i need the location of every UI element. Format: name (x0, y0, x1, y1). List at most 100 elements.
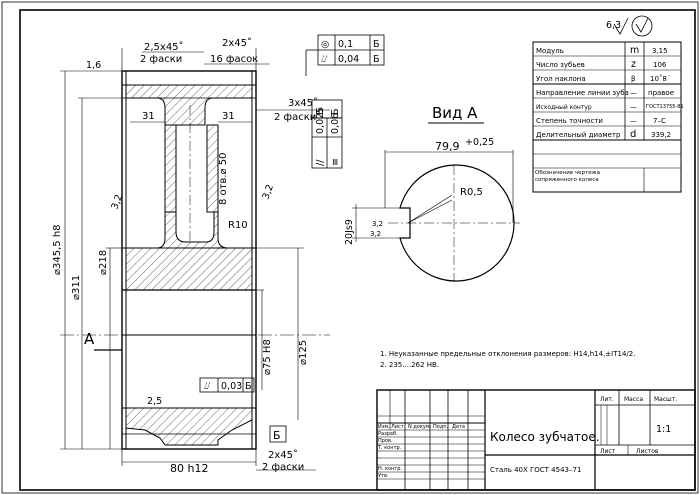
svg-text:Степень точности: Степень точности (536, 117, 603, 125)
note-2: 2. 235....262 HB. (380, 361, 439, 369)
key-rough-1: 3,2 (372, 220, 383, 228)
view-a-keyway: Вид А 79,9 +0,25 R0,5 20Js9 3,2 3,2 (344, 104, 520, 282)
svg-text:Б: Б (373, 39, 380, 50)
svg-text:3,15: 3,15 (652, 47, 668, 55)
main-dimensions (60, 48, 330, 471)
svg-text:Исходный контур: Исходный контур (536, 104, 592, 111)
svg-text:Лист: Лист (600, 448, 616, 455)
svg-text:m: m (630, 45, 639, 56)
part-material: Сталь 40Х ГОСТ 4543–71 (490, 466, 581, 474)
dim-w31-left: 31 (142, 111, 155, 122)
svg-text:≡: ≡ (330, 158, 341, 166)
svg-text:Разраб.: Разраб. (378, 431, 398, 437)
svg-text:0,04: 0,04 (338, 54, 359, 65)
key-rough-2: 3,2 (370, 230, 381, 238)
svg-text:Утв.: Утв. (378, 473, 389, 479)
svg-text:Подп.: Подп. (433, 424, 449, 430)
svg-text:Листов: Листов (636, 448, 659, 455)
dim-d218: ⌀218 (98, 250, 109, 275)
general-roughness: 6,3 (606, 15, 653, 37)
key-dim-79-9: 79,9 (435, 140, 460, 153)
svg-text:Модуль: Модуль (536, 47, 564, 55)
gear-parameters-table: Модуль m 3,15 Число зубьев z 106 Угол на… (532, 41, 684, 193)
key-dim-r05: R0,5 (460, 187, 483, 198)
dim-chamfer-2-5: 2,5x45˚ (144, 41, 184, 53)
rough-3-2-left: 3,2 (109, 193, 125, 211)
svg-text:—: — (630, 103, 637, 111)
svg-text:◎: ◎ (321, 39, 329, 50)
inner-frame (19, 9, 696, 491)
dim-w31-right: 31 (222, 111, 235, 122)
dim-r10: R10 (228, 220, 248, 231)
svg-text:d: d (630, 129, 636, 140)
title-block: Изм. Лист N докум. Подп. Дата Разраб. Пр… (376, 389, 696, 491)
svg-text:⌰: ⌰ (321, 54, 328, 65)
dim-two-chamfers-c: 2 фаски (262, 462, 304, 473)
svg-text:Пров.: Пров. (378, 438, 393, 444)
view-a-title: Вид А (432, 104, 478, 122)
svg-text:0,025: 0,025 (315, 107, 326, 134)
main-section-view (60, 70, 330, 450)
svg-text:6,3: 6,3 (606, 20, 621, 31)
datum-b-box (269, 425, 287, 443)
svg-text://: // (315, 159, 326, 166)
svg-text:106: 106 (653, 61, 667, 69)
dim-w80: 80 h12 (170, 462, 208, 475)
runout-frame-top: ◎ ⌰ 0,1 0,04 Б Б (305, 34, 385, 76)
svg-text:339,2: 339,2 (651, 131, 671, 139)
svg-text:Делительный диаметр: Делительный диаметр (536, 131, 621, 139)
svg-text:0,1: 0,1 (338, 39, 353, 50)
rough-2-5: 2,5 (147, 396, 162, 407)
svg-text:Число зубьев: Число зубьев (536, 61, 585, 69)
svg-text:Направление линии зуба: Направление линии зуба (536, 89, 629, 97)
dim-d311: ⌀311 (71, 275, 82, 300)
parallel-frame: // ≡ 0,025 0,06 Б Б (311, 99, 343, 169)
svg-text:ГОСТ13755-81: ГОСТ13755-81 (646, 104, 684, 110)
svg-text:Б: Б (330, 108, 341, 115)
svg-text:Изм.: Изм. (378, 424, 390, 430)
svg-text:7–С: 7–С (653, 117, 666, 125)
dim-d125: ⌀125 (298, 340, 309, 365)
svg-text:—: — (630, 117, 637, 125)
dim-d345: ⌀345,5 h8 (52, 224, 63, 275)
web-hatch-left (164, 124, 177, 213)
runout-frame-bottom: ⌰ 0,03 Б (199, 377, 255, 393)
svg-text:β: β (631, 75, 635, 83)
svg-text:Дата: Дата (452, 424, 465, 430)
svg-text:1:1: 1:1 (656, 424, 671, 435)
svg-text:Масса: Масса (624, 396, 643, 403)
svg-text:z: z (631, 59, 636, 70)
svg-text:Н. контр.: Н. контр. (378, 466, 402, 472)
svg-text:Лист: Лист (391, 424, 404, 430)
hub-hatch-bottom (125, 407, 253, 446)
svg-text:Масшт.: Масшт. (654, 396, 677, 403)
svg-text:⌰: ⌰ (204, 381, 211, 392)
params-note: Обозначение чертежа сопряженного колеса (535, 170, 600, 183)
dim-16-chamfers: 16 фасок (210, 54, 258, 65)
dim-chamfer-3x45: 3x45˚ (288, 97, 318, 109)
svg-text:Б: Б (315, 108, 326, 115)
svg-text:Угол наклона: Угол наклона (536, 75, 586, 83)
note-1: 1. Неуказанные предельные отклонения раз… (380, 350, 635, 358)
key-dim-tol: +0,25 (465, 137, 494, 148)
rough-1-6: 1,6 (86, 60, 101, 71)
svg-text:правое: правое (648, 89, 674, 97)
svg-text:0,03: 0,03 (221, 381, 242, 392)
hub-hatch-top (125, 211, 253, 291)
svg-text:Б: Б (373, 54, 380, 65)
svg-text:Лит.: Лит. (600, 396, 614, 403)
dim-two-chamfers-b: 2 фаски (274, 112, 316, 123)
dim-chamfer-2x45-b: 2x45˚ (268, 449, 298, 461)
svg-text:Т. контр.: Т. контр. (377, 445, 402, 451)
datum-b: Б (273, 429, 281, 442)
key-dim-20js9: 20Js9 (344, 219, 355, 245)
svg-text:N докум.: N докум. (408, 424, 432, 430)
section-letter-a: А (84, 330, 95, 348)
rough-3-2-right: 3,2 (260, 183, 276, 201)
svg-text:0,06: 0,06 (330, 113, 341, 134)
gear-outline (121, 70, 257, 450)
svg-text:Б: Б (245, 381, 252, 392)
dim-hole-8x50: 8 отв.⌀ 50 (218, 153, 229, 205)
